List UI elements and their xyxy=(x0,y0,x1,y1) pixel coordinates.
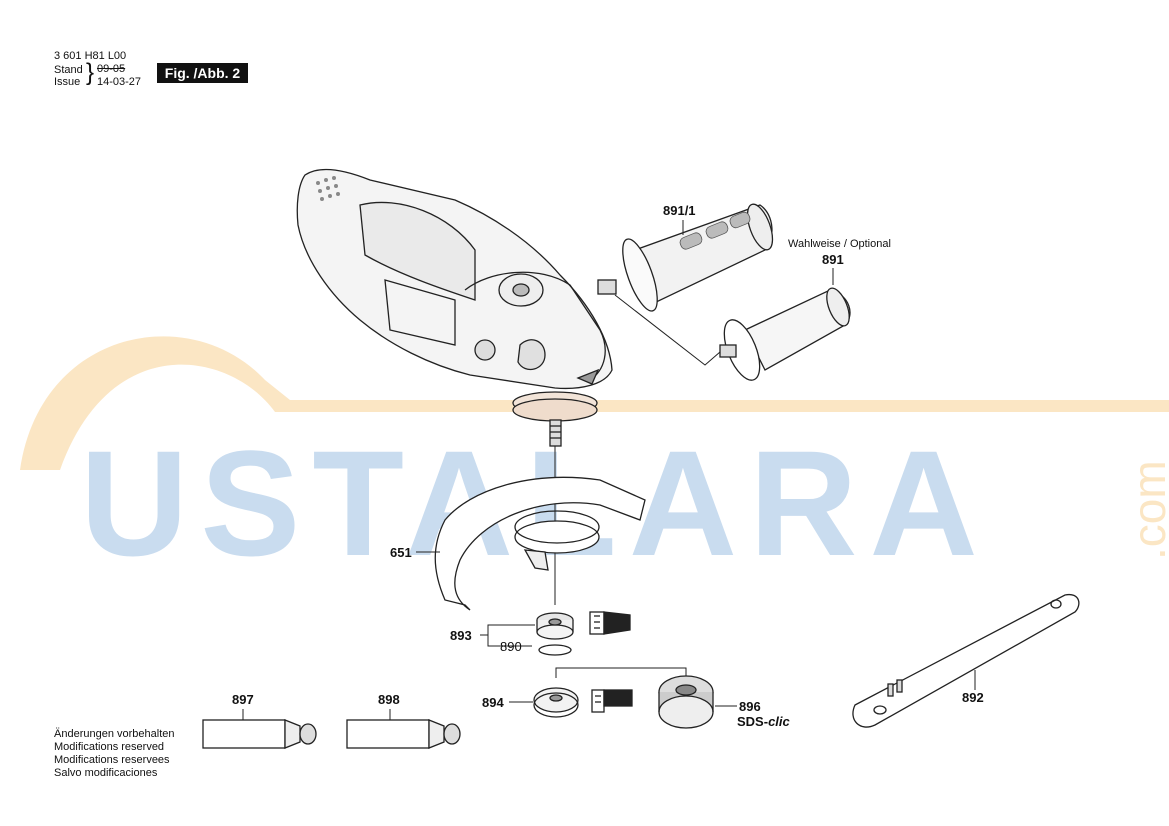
stand-label: Stand xyxy=(54,64,83,76)
notice-line: Änderungen vorbehalten xyxy=(54,728,175,740)
guard-651 xyxy=(434,476,646,611)
stand-date: 09-05 xyxy=(97,63,126,75)
spanner-892 xyxy=(852,593,1080,728)
watermark-suffix: .com xyxy=(1123,460,1169,560)
label-651: 651 xyxy=(390,545,412,560)
flange-894 xyxy=(533,687,579,718)
notice-line: Modifications reserved xyxy=(54,741,165,753)
label-891-1: 891/1 xyxy=(663,203,696,218)
label-893: 893 xyxy=(450,628,472,643)
label-leaders xyxy=(242,220,976,720)
notice-line: Modifications reservees xyxy=(54,754,170,766)
nut-leader-line xyxy=(555,667,687,678)
label-890: 890 xyxy=(500,639,522,654)
label-optional: Wahlweise / Optional xyxy=(788,238,891,250)
flange-894-section xyxy=(591,689,633,713)
flange-893 xyxy=(536,612,574,640)
part-number: 3 601 H81 L00 xyxy=(54,50,127,62)
grease-tube-898 xyxy=(346,719,461,749)
o-ring-890 xyxy=(538,644,572,656)
label-sds-clic: SDS-clic xyxy=(737,714,790,729)
handle-891-1 xyxy=(597,203,774,312)
quick-nut-896 xyxy=(658,675,714,729)
notice-line: Salvo modificaciones xyxy=(54,767,158,779)
issue-label: Issue xyxy=(54,76,81,88)
brace: } xyxy=(86,59,95,86)
grease-tube-897 xyxy=(202,719,317,749)
handle-891 xyxy=(719,287,851,381)
label-897: 897 xyxy=(232,692,254,707)
flange-893-section xyxy=(589,611,631,635)
issue-date: 14-03-27 xyxy=(97,76,142,88)
label-898: 898 xyxy=(378,692,400,707)
spindle-flange xyxy=(512,391,598,447)
grinder-housing xyxy=(296,168,613,390)
figure-label: Fig. /Abb. 2 xyxy=(157,63,248,83)
label-891: 891 xyxy=(822,252,844,267)
handle-leader-line xyxy=(614,294,721,366)
label-892: 892 xyxy=(962,690,984,705)
modifications-notice: Änderungen vorbehalten Modifications res… xyxy=(54,728,174,780)
grinder-grip-texture xyxy=(316,176,340,201)
label-896: 896 xyxy=(739,699,761,714)
clic-text: clic xyxy=(768,714,790,729)
label-894: 894 xyxy=(482,695,504,710)
sds-text: SDS- xyxy=(737,714,769,729)
